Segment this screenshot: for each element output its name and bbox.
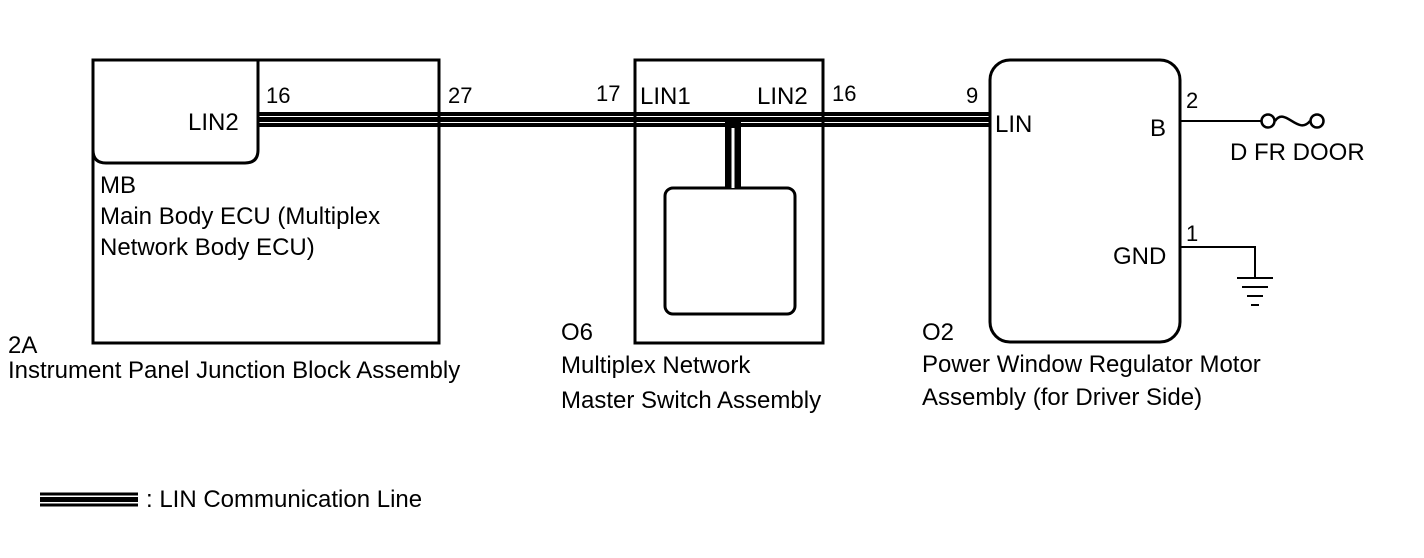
fuse-label: D FR DOOR xyxy=(1230,139,1365,166)
pin-switch-out: 16 xyxy=(832,81,856,106)
switch-terminal-lin1: LIN1 xyxy=(640,83,691,110)
pin-switch-in: 17 xyxy=(596,81,620,106)
window-motor-box xyxy=(988,58,1182,344)
motor-name-line1: Power Window Regulator Motor xyxy=(922,351,1261,378)
switch-name-line2: Master Switch Assembly xyxy=(561,387,821,414)
junction-block-name: Instrument Panel Junction Block Assembly xyxy=(8,357,460,384)
ground-icon xyxy=(1237,277,1273,306)
motor-terminal-b: B xyxy=(1150,115,1166,142)
switch-terminal-lin2: LIN2 xyxy=(757,83,808,110)
pin-ecu-out: 16 xyxy=(266,83,290,108)
ecu-terminal-lin2: LIN2 xyxy=(188,109,239,136)
pin-motor-b: 2 xyxy=(1186,88,1198,113)
ecu-name-line2: Network Body ECU) xyxy=(100,234,315,261)
pin-motor-lin: 9 xyxy=(966,83,978,108)
legend-lin-line-icon xyxy=(40,492,138,507)
lin-communication-line xyxy=(258,112,990,127)
pin-jb-out: 27 xyxy=(448,83,472,108)
ecu-name-line1: Main Body ECU (Multiplex xyxy=(100,203,380,230)
switch-code: O6 xyxy=(561,319,593,346)
junction-block-code: 2A xyxy=(8,332,37,359)
main-body-ecu-box xyxy=(91,58,260,165)
motor-name-line2: Assembly (for Driver Side) xyxy=(922,384,1202,411)
master-switch-box xyxy=(633,58,825,345)
pin-motor-gnd: 1 xyxy=(1186,221,1198,246)
junction-block-box xyxy=(91,58,441,345)
fuse-icon xyxy=(1260,113,1325,129)
motor-terminal-lin: LIN xyxy=(995,111,1032,138)
motor-code: O2 xyxy=(922,319,954,346)
ecu-code: MB xyxy=(100,172,136,199)
master-switch-inner-box xyxy=(663,186,797,316)
motor-terminal-gnd: GND xyxy=(1113,243,1166,270)
lin-branch-line xyxy=(725,122,741,188)
switch-name-line1: Multiplex Network xyxy=(561,352,751,379)
legend-label: : LIN Communication Line xyxy=(146,486,422,513)
gnd-terminal-wire xyxy=(1180,246,1256,278)
